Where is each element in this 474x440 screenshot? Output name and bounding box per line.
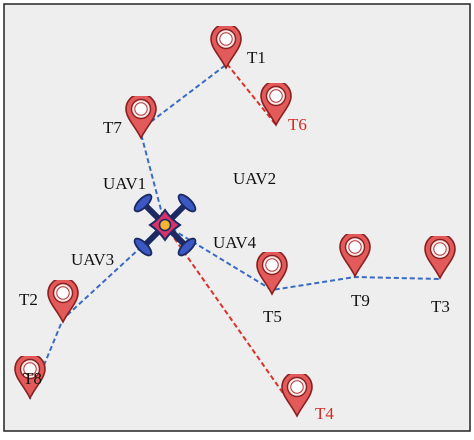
uav-red-route-t4 [164, 224, 298, 414]
target-label-t2: T2 [19, 290, 38, 309]
target-label-t6: T6 [288, 115, 307, 134]
target-label-t4: T4 [315, 404, 334, 423]
uav2-label: UAV2 [233, 169, 276, 188]
uav-labels: UAV1 UAV2 UAV3 UAV4 [71, 169, 276, 269]
target-labels: T1 T6 T7 T2 T8 T5 T9 T3 T4 [19, 48, 450, 423]
uav4-label: UAV4 [213, 233, 257, 252]
target-label-t3: T3 [431, 297, 450, 316]
drone-icon [133, 193, 197, 257]
uav1-label: UAV1 [103, 174, 146, 193]
target-label-t1: T1 [247, 48, 266, 67]
target-label-t9: T9 [351, 291, 370, 310]
target-label-t8: T8 [23, 369, 42, 388]
target-label-t7: T7 [103, 118, 122, 137]
uav3-label: UAV3 [71, 250, 114, 269]
diagram-background [3, 3, 471, 432]
uav4-route [164, 224, 441, 292]
uav1-red-route [226, 63, 277, 126]
target-label-t5: T5 [263, 307, 282, 326]
